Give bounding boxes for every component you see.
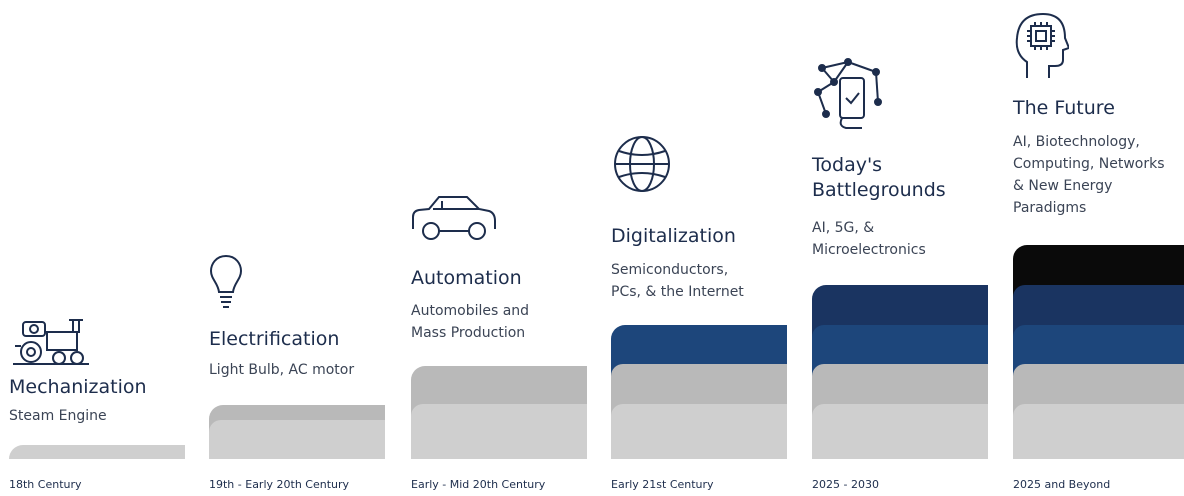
era-subtitle: AI, Biotechnology, Computing, Networks &…: [1013, 134, 1165, 216]
era-date: 2025 and Beyond: [1013, 478, 1111, 491]
ai-head-icon: [1013, 10, 1071, 84]
stair-bar-light: [209, 420, 385, 459]
era-automation: Automation Automobiles and Mass Producti…: [411, 0, 587, 496]
era-subtitle: AI, 5G, & Microelectronics: [812, 220, 926, 258]
light-bulb-icon: [209, 254, 243, 316]
car-icon: [411, 193, 497, 247]
era-title: Electrification: [209, 328, 340, 350]
era-title: Digitalization: [611, 225, 736, 247]
era-digitalization: Digitalization Semiconductors, PCs, & th…: [611, 0, 787, 496]
stair-bar-light: [411, 404, 587, 459]
era-title: The Future: [1013, 97, 1115, 119]
era-subtitle: Steam Engine: [9, 408, 107, 424]
stair-bar-light: [812, 404, 988, 459]
stair-bar-light: [9, 445, 185, 459]
era-title: Today's Battlegrounds: [812, 154, 946, 201]
era-date: 19th - Early 20th Century: [209, 478, 350, 491]
era-subtitle: Light Bulb, AC motor: [209, 362, 355, 378]
stair-bar-light: [611, 404, 787, 459]
era-title: Mechanization: [9, 376, 147, 398]
era-todays-battlegrounds: Today's Battlegrounds AI, 5G, & Microele…: [812, 0, 988, 496]
network-phone-icon: [812, 58, 884, 134]
era-mechanization: Mechanization Steam Engine 18th Century: [9, 0, 185, 496]
era-electrification: Electrification Light Bulb, AC motor 19t…: [209, 0, 385, 496]
era-subtitle: Automobiles and Mass Production: [411, 303, 530, 341]
era-title: Automation: [411, 267, 522, 289]
steam-engine-icon: [9, 316, 91, 370]
globe-icon: [611, 133, 673, 199]
era-date: Early 21st Century: [611, 478, 714, 491]
era-date: Early - Mid 20th Century: [411, 478, 546, 491]
era-subtitle: Semiconductors, PCs, & the Internet: [611, 262, 744, 300]
era-date: 2025 - 2030: [812, 478, 879, 491]
era-the-future: The Future AI, Biotechnology, Computing,…: [1013, 0, 1184, 496]
era-date: 18th Century: [9, 478, 82, 491]
stair-bar-light: [1013, 404, 1184, 459]
